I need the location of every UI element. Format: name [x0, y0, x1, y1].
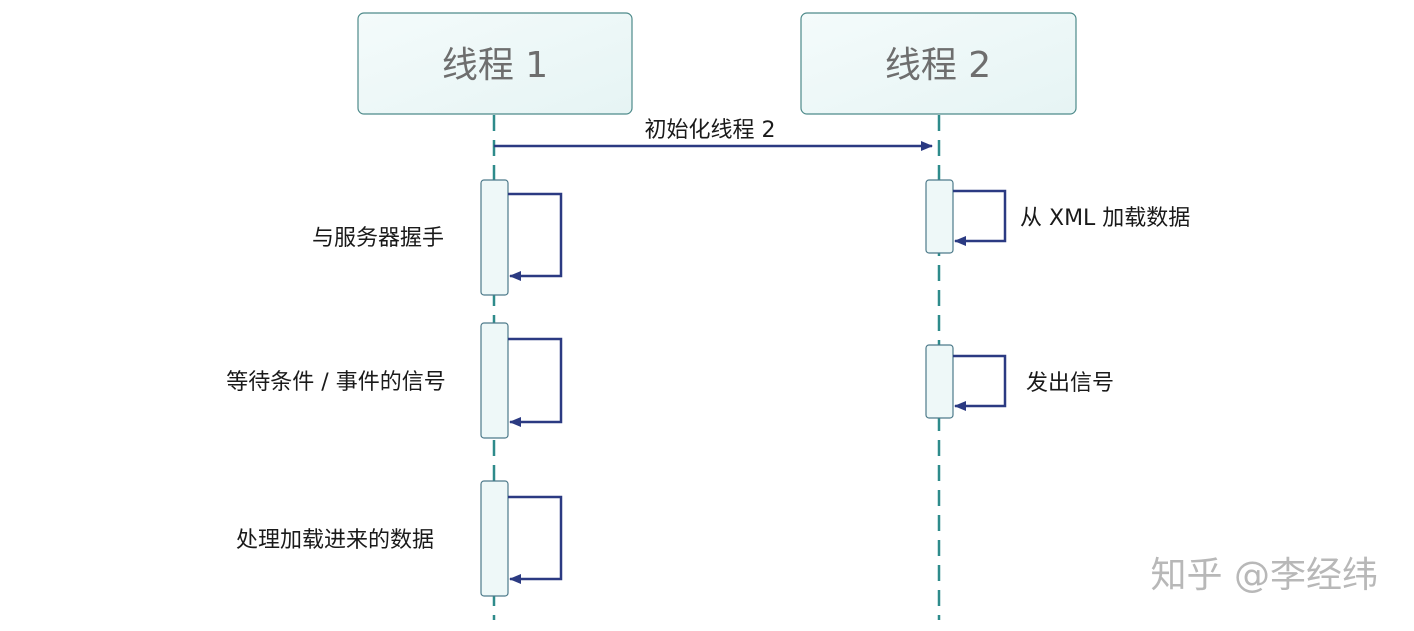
- init-message-label: 初始化线程 2: [645, 118, 776, 143]
- handshake-label: 与服务器握手: [312, 226, 444, 251]
- process-activation: [480, 480, 563, 597]
- wait-label: 等待条件 / 事件的信号: [226, 370, 445, 395]
- thread2-label: 线程 2: [885, 45, 991, 86]
- handshake-activation: [480, 179, 563, 296]
- signal-label: 发出信号: [1026, 371, 1114, 396]
- signal-activation: [925, 344, 1007, 419]
- thread2-header: 线程 2: [800, 12, 1077, 115]
- watermark-text: 知乎 @李经纬: [1151, 555, 1378, 596]
- load-xml-activation: [925, 179, 1007, 254]
- thread1-header: 线程 1: [357, 12, 633, 115]
- thread1-label: 线程 1: [442, 45, 548, 86]
- load-xml-label: 从 XML 加载数据: [1020, 206, 1190, 231]
- process-label: 处理加载进来的数据: [236, 528, 434, 553]
- wait-activation: [480, 322, 563, 439]
